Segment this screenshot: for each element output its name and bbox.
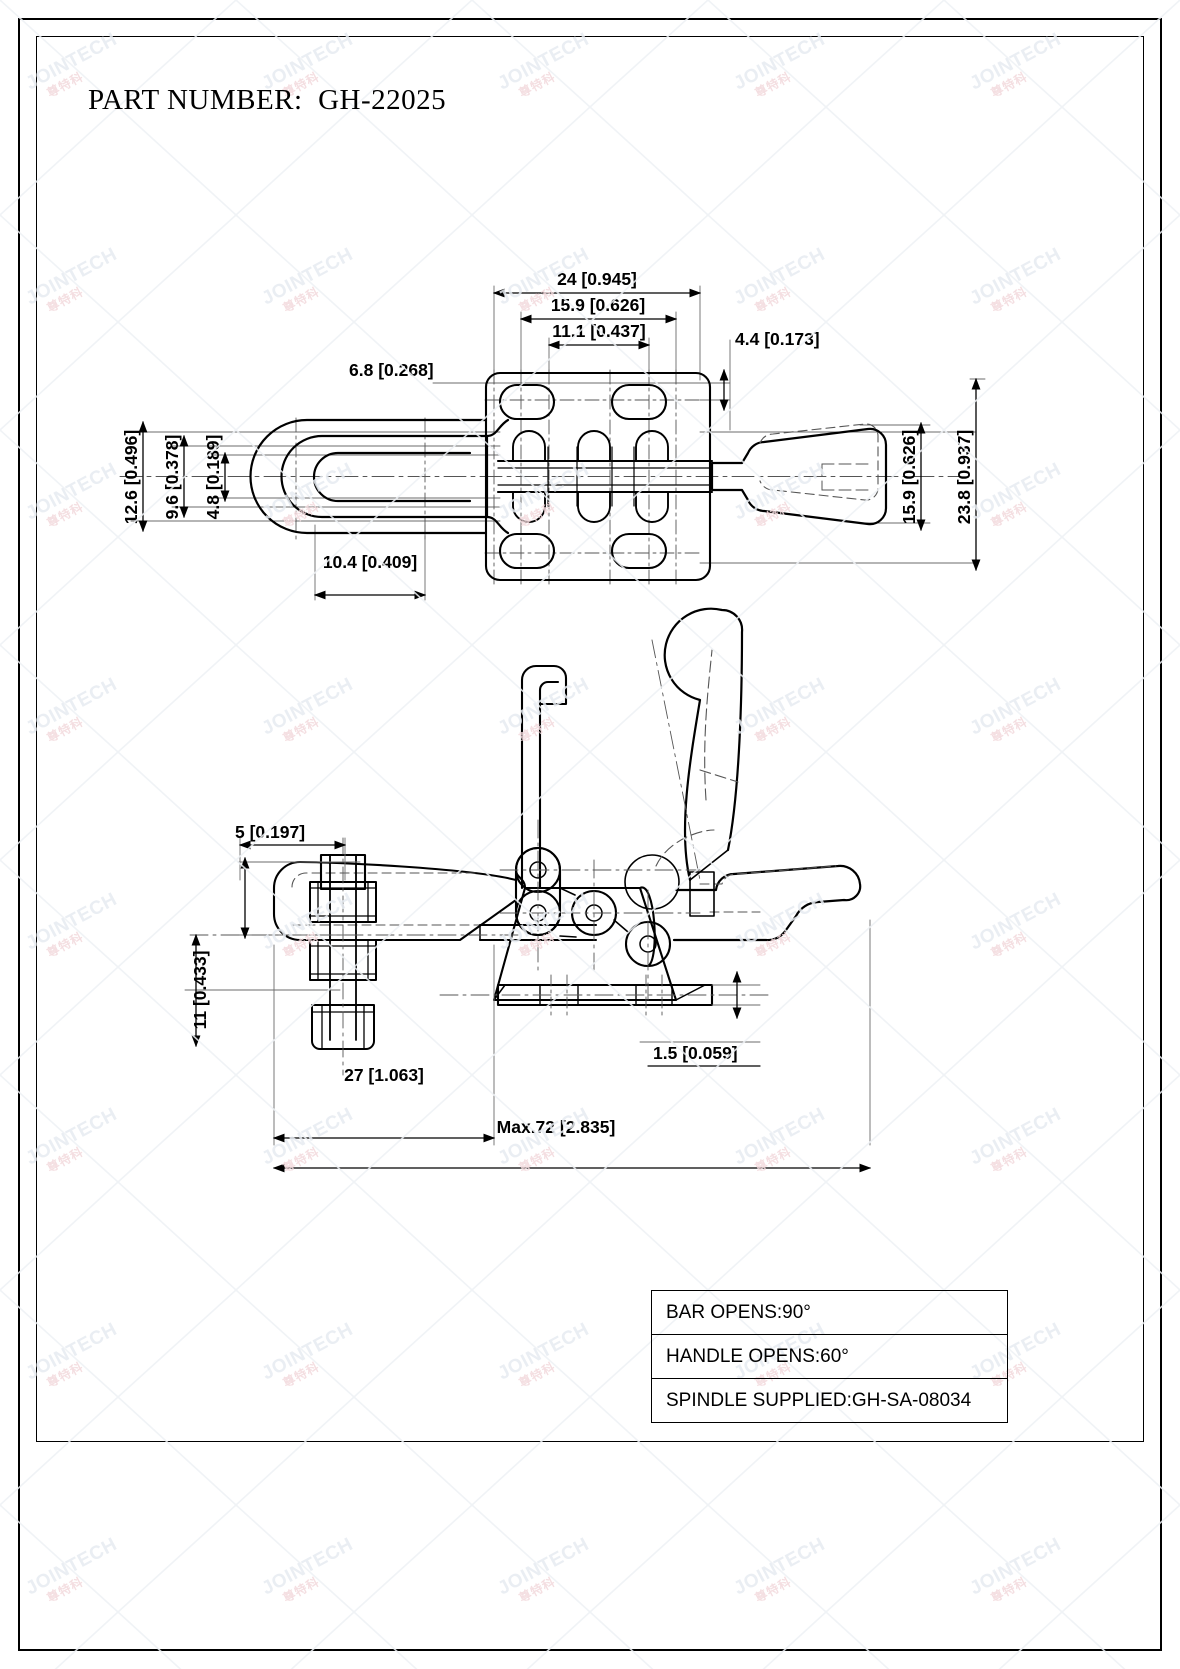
elevation-view-geometry bbox=[184, 607, 871, 1146]
notes-row-spindle-supplied: SPINDLE SUPPLIED:GH-SA-08034 bbox=[652, 1379, 1007, 1423]
notes-row-bar-opens: BAR OPENS:90° bbox=[652, 1291, 1007, 1335]
dim-6-8: 6.8 [0.268] bbox=[349, 360, 434, 380]
notes-table: BAR OPENS:90° HANDLE OPENS:60° SPINDLE S… bbox=[651, 1290, 1008, 1423]
dim-15-9-top: 15.9 [0.626] bbox=[551, 295, 645, 315]
dim-27: 27 [1.063] bbox=[344, 1065, 424, 1085]
dim-10-4: 10.4 [0.409] bbox=[323, 552, 417, 572]
dim-1-5: 1.5 [0.059] bbox=[653, 1043, 738, 1063]
dim-4-4: 4.4 [0.173] bbox=[735, 329, 820, 349]
dim-23-8: 23.8 [0.937] bbox=[954, 430, 974, 524]
dim-11-1: 11.1 [0.437] bbox=[552, 321, 645, 341]
plan-view-dimension-text: 24 [0.945] 15.9 [0.626] 11.1 [0.437] 4.4… bbox=[121, 269, 974, 572]
dim-5: 5 [0.197] bbox=[235, 822, 305, 842]
dim-9-6: 9.6 [0.378] bbox=[162, 435, 182, 520]
dim-12-6: 12.6 [0.496] bbox=[121, 430, 141, 524]
dim-max72: Max.72 [2.835] bbox=[497, 1117, 616, 1137]
dim-24: 24 [0.945] bbox=[557, 269, 637, 289]
page-title: PART NUMBER: GH-22025 bbox=[88, 84, 447, 116]
dim-15-9-right: 15.9 [0.626] bbox=[899, 430, 919, 524]
dim-4-8: 4.8 [0.189] bbox=[203, 435, 223, 520]
dim-11: 11 [0.433] bbox=[190, 951, 210, 1030]
notes-row-handle-opens: HANDLE OPENS:60° bbox=[652, 1335, 1007, 1379]
elevation-view-dimension-text: 5 [0.197] 27 [1.063] Max.72 [2.835] 1.5 … bbox=[190, 822, 738, 1137]
